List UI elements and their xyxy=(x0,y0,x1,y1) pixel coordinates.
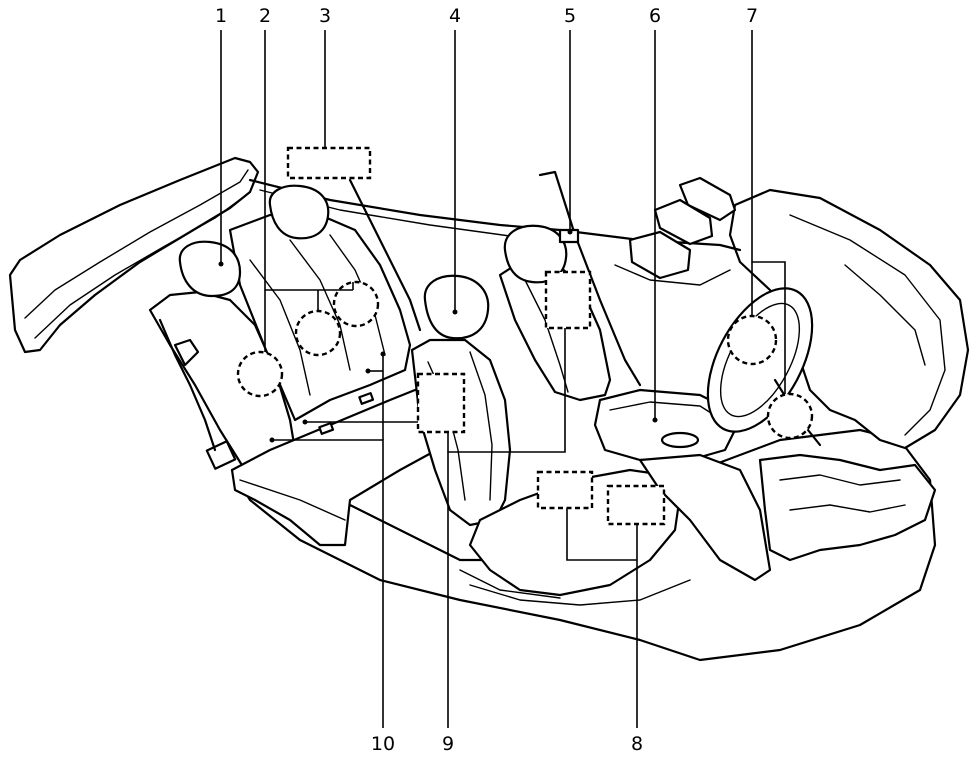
rear-belt-buckle-2 xyxy=(358,392,375,405)
dashed-box-roof-3 xyxy=(286,146,372,180)
dashed-circle-7a xyxy=(726,314,778,366)
rear-headrest-center xyxy=(268,184,330,240)
leader-dot-10a xyxy=(269,437,275,443)
lower-dash-detail-2 xyxy=(789,504,906,513)
dash-accessory-2 xyxy=(653,198,714,246)
dashboard-inner-line xyxy=(789,214,946,436)
front-right-headrest xyxy=(503,224,568,284)
console-tunnel xyxy=(638,453,772,582)
front-left-seat-rail-2 xyxy=(459,569,561,599)
callout-3: 3 xyxy=(319,5,331,27)
callout-9: 9 xyxy=(442,733,454,755)
dashed-box-seat-8a xyxy=(536,470,594,510)
rear-seat-belt-left xyxy=(158,318,217,452)
dashed-circle-2a xyxy=(236,350,284,398)
dashed-box-seat-8b xyxy=(606,484,666,526)
leader-line-8-branch xyxy=(566,508,637,561)
left-body-panel-inner xyxy=(24,169,249,319)
callout-6: 6 xyxy=(649,5,661,27)
rear-headrest-left xyxy=(178,240,242,298)
dashed-circle-2c xyxy=(332,280,380,328)
lower-dash-detail-1 xyxy=(779,474,901,486)
dash-connector xyxy=(614,264,731,286)
rear-belt-buckle-1 xyxy=(318,422,335,435)
leader-dot-5 xyxy=(567,229,573,235)
callout-8: 8 xyxy=(631,733,643,755)
leader-line-9 xyxy=(447,328,566,728)
callout-10: 10 xyxy=(371,733,395,755)
front-left-headrest xyxy=(423,274,490,340)
dashboard-vent-line xyxy=(844,264,926,366)
leader-dot-4 xyxy=(452,309,458,315)
rear-seat-stitch-2 xyxy=(289,239,351,371)
callout-4: 4 xyxy=(449,5,461,27)
dashed-box-seat-9 xyxy=(416,372,466,434)
dashed-box-pillar-5 xyxy=(544,270,592,330)
center-console xyxy=(593,388,737,462)
callout-5: 5 xyxy=(564,5,576,27)
leader-dot-6 xyxy=(652,417,658,423)
rear-seat-cushion-front xyxy=(239,479,346,521)
leader-dot-10c xyxy=(365,368,371,374)
callout-7: 7 xyxy=(746,5,758,27)
dashed-circle-7b xyxy=(766,392,814,440)
dash-accessory-3 xyxy=(628,230,692,280)
leader-dot-10d xyxy=(380,351,386,357)
leader-line-7 xyxy=(751,30,786,394)
dashed-circle-2b xyxy=(294,309,342,357)
front-left-seat-rail xyxy=(469,579,691,606)
rear-seat-belt-strap xyxy=(173,338,200,367)
callout-2: 2 xyxy=(259,5,271,27)
leader-dot-1 xyxy=(218,261,224,267)
callout-1: 1 xyxy=(215,5,227,27)
rear-right-pillar xyxy=(348,178,422,332)
front-right-pillar xyxy=(538,170,642,387)
leader-dot-10b xyxy=(302,419,308,425)
left-body-panel-trim xyxy=(34,195,246,339)
front-right-seat-stitch xyxy=(524,279,569,393)
cup-holder xyxy=(660,431,700,449)
front-left-seat-bolster-2 xyxy=(469,351,493,501)
